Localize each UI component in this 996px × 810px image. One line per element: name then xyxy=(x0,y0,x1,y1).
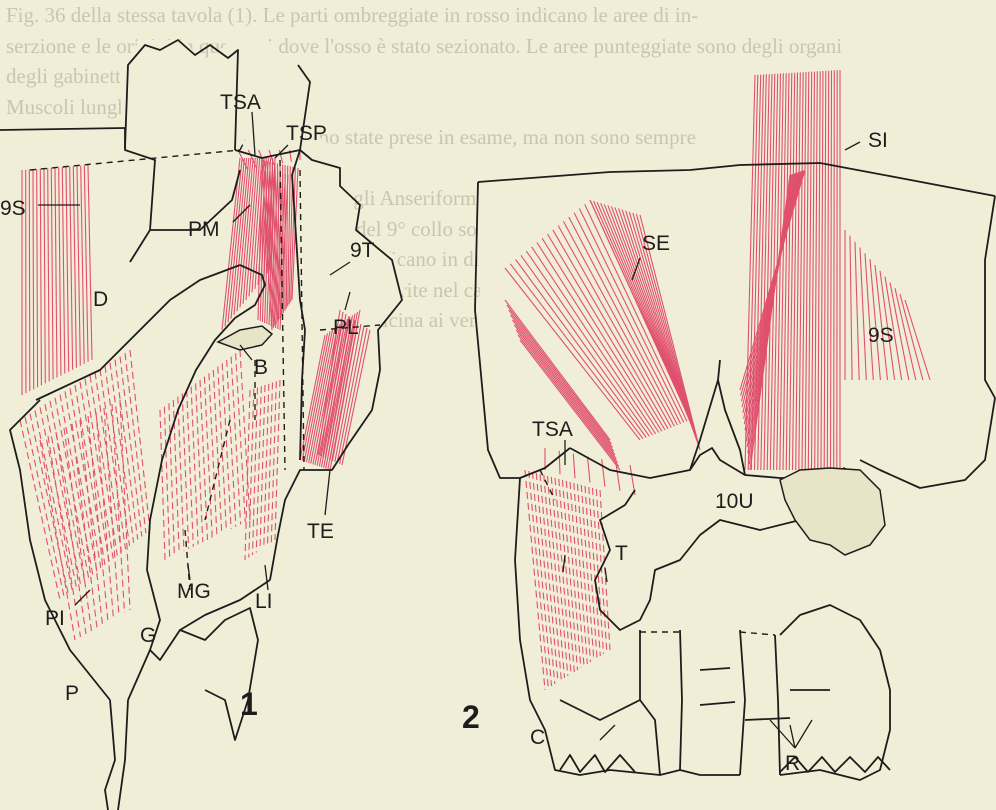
figure-number-2: 2 xyxy=(462,699,480,735)
label-te: TE xyxy=(307,520,334,543)
muscle-si-fibers xyxy=(834,70,835,470)
label-d: D xyxy=(93,288,108,311)
label-r: R xyxy=(785,752,800,775)
label-tsa-fig1: TSA xyxy=(220,91,261,114)
label-p: P xyxy=(65,682,79,705)
figure-2-neck-vertebra-dorsal: SI SE 9S TSA 10U T C R 2 xyxy=(462,70,995,780)
label-9t-fig1: 9T xyxy=(350,239,375,262)
label-pl: PL xyxy=(333,316,359,339)
label-9s-fig1: 9S xyxy=(0,197,26,220)
muscle-9s-fibers xyxy=(29,169,30,391)
figure-1-neck-vertebra-lateral: TSA TSP 9S PM 9T D PL B PI MG TE LI G P … xyxy=(0,35,405,810)
label-c: C xyxy=(530,726,545,749)
label-mg: MG xyxy=(177,580,211,603)
label-tsp-fig1: TSP xyxy=(286,122,327,145)
label-9s-fig2: 9S xyxy=(868,324,894,347)
muscle-9s-fibers xyxy=(33,169,34,389)
label-g: G xyxy=(140,624,156,647)
label-t: T xyxy=(615,542,628,565)
label-tsa-fig2: TSA xyxy=(532,418,573,441)
label-pi: PI xyxy=(45,607,65,630)
label-pm: PM xyxy=(188,218,220,241)
figure-number-1: 1 xyxy=(240,686,258,722)
label-se: SE xyxy=(642,232,670,255)
label-10u: 10U xyxy=(715,490,754,513)
label-si: SI xyxy=(868,129,888,152)
label-li: LI xyxy=(255,590,273,613)
label-b: B xyxy=(254,356,268,379)
